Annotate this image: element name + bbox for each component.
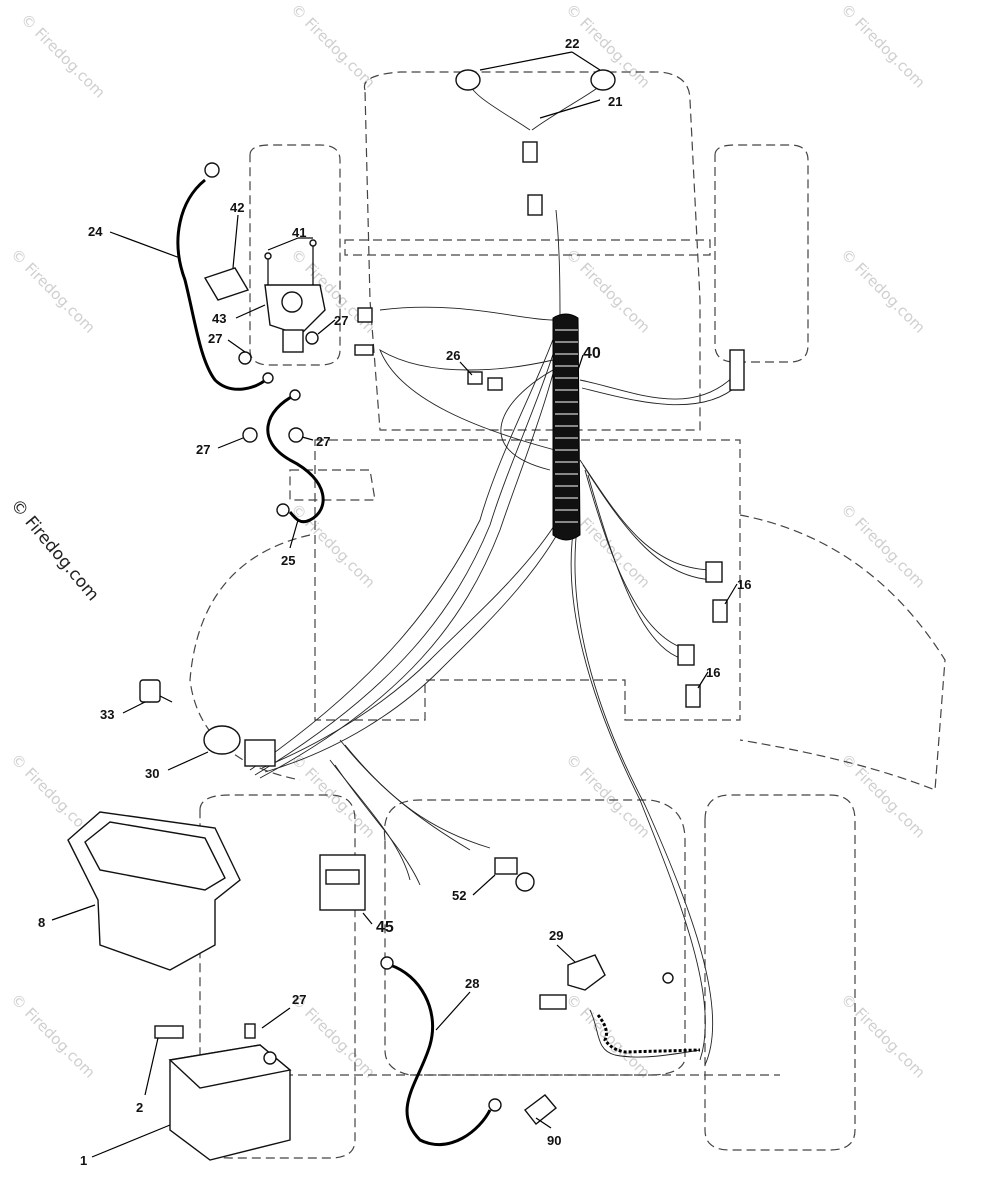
callout-2: 2 — [136, 1100, 143, 1115]
callout-22: 22 — [565, 36, 579, 51]
cable-25 — [266, 393, 325, 524]
watermark: © Firedog.com — [287, 0, 379, 92]
callout-29: 29 — [549, 928, 563, 943]
callout-1: 1 — [80, 1153, 87, 1168]
rear-right-wheel — [704, 794, 856, 1151]
callout-8: 8 — [38, 915, 45, 930]
front-left-wheel — [249, 144, 341, 366]
callout-33: 33 — [100, 707, 114, 722]
connectors — [354, 307, 745, 708]
callout-45: 45 — [376, 919, 394, 936]
module-45 — [319, 854, 366, 911]
watermark: © Firedog.com — [837, 0, 929, 92]
harness-conduit — [552, 313, 581, 541]
battery-cables — [176, 162, 502, 1147]
watermark: © Firedog.com — [837, 750, 929, 842]
watermark: © Firedog.com — [837, 245, 929, 337]
headlights — [455, 69, 616, 216]
terminal-boot-90 — [524, 1094, 557, 1125]
callout-26: 26 — [446, 348, 460, 363]
watermark: © Firedog.com — [7, 990, 99, 1082]
cable-24 — [176, 178, 270, 391]
callout-28: 28 — [465, 976, 479, 991]
rear-deck — [383, 799, 686, 1076]
callout-24: 24 — [88, 224, 103, 239]
cable-28 — [389, 963, 492, 1147]
key — [139, 679, 161, 703]
callout-42: 42 — [230, 200, 244, 215]
callout-16: 16 — [706, 665, 720, 680]
connector-harness-r1 — [705, 561, 723, 583]
callout-27: 27 — [196, 442, 210, 457]
callout-25: 25 — [281, 553, 295, 568]
switch-29 — [539, 954, 701, 1058]
connector-16b — [685, 684, 701, 708]
pan-outline — [289, 469, 376, 501]
tractor-outline — [189, 71, 946, 1159]
battery-box — [67, 811, 241, 971]
battery — [154, 1023, 292, 1161]
wiring-harness — [249, 79, 739, 1066]
watermark: © Firedog.com — [562, 990, 654, 1082]
watermark: © Firedog.com — [837, 500, 929, 592]
ignition-switch — [203, 725, 241, 755]
connector-16a — [712, 599, 728, 623]
connector-52 — [494, 857, 535, 892]
hood-outline — [363, 71, 701, 431]
connector-left-mid — [354, 344, 374, 356]
front-right-wheel — [714, 144, 809, 363]
callout-40: 40 — [583, 345, 601, 362]
connector-front-right — [729, 349, 745, 391]
callout-41: 41 — [292, 225, 306, 240]
leader-lines — [51, 51, 738, 1158]
watermark: © Firedog.com — [837, 990, 929, 1082]
connector-26b — [487, 377, 503, 391]
solenoid-assembly — [203, 239, 326, 443]
callouts: 22 21 24 42 41 43 27 27 27 27 26 40 25 1… — [38, 36, 751, 1168]
callout-27: 27 — [334, 313, 348, 328]
callout-27: 27 — [316, 434, 330, 449]
callout-52: 52 — [452, 888, 466, 903]
seat-fender-left — [189, 534, 311, 781]
callout-27: 27 — [292, 992, 306, 1007]
ignition — [139, 679, 276, 767]
front-axle — [344, 239, 711, 256]
side-watermark: © Firedog.com — [6, 495, 103, 605]
callout-90: 90 — [547, 1133, 561, 1148]
callout-21: 21 — [608, 94, 622, 109]
callout-27: 27 — [208, 331, 222, 346]
frame-rail — [314, 439, 741, 721]
seat-fender-right — [739, 514, 946, 791]
watermark: © Firedog.com — [7, 245, 99, 337]
watermark: © Firedog.com — [287, 500, 379, 592]
callout-16: 16 — [737, 577, 751, 592]
watermark: © Firedog.com — [17, 10, 109, 102]
connector-harness-r2 — [677, 644, 695, 666]
connector-left-top — [357, 307, 373, 323]
callout-30: 30 — [145, 766, 159, 781]
callout-43: 43 — [212, 311, 226, 326]
